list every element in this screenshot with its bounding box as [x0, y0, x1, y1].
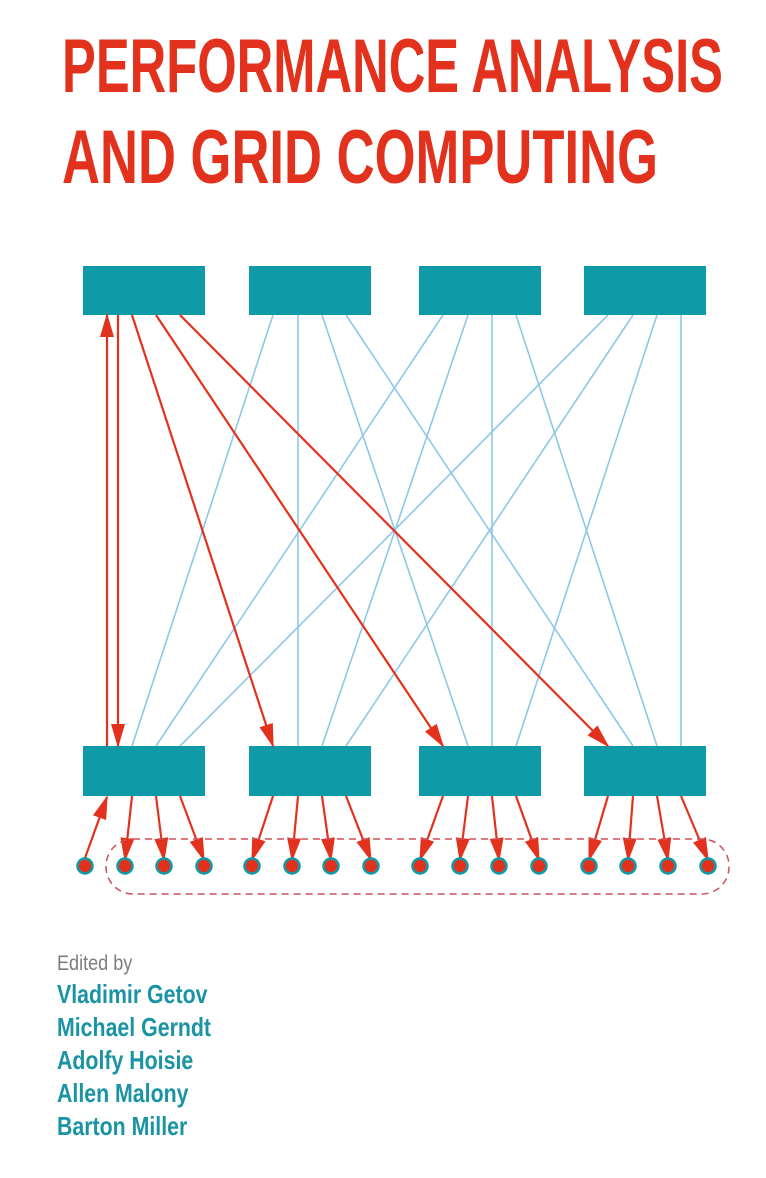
- red-arrow: [130, 314, 275, 748]
- bottom-box: [249, 746, 371, 796]
- leaf-node: [411, 857, 429, 875]
- node-down-arrow: [587, 795, 610, 862]
- leaf-node: [116, 857, 134, 875]
- leaf-node: [195, 857, 213, 875]
- title-line-2: AND GRID COMPUTING: [62, 115, 658, 200]
- node-down-arrow: [250, 795, 275, 862]
- bottom-box: [419, 746, 541, 796]
- editor-name: Allen Malony: [57, 1078, 189, 1108]
- editor-name: Barton Miller: [57, 1111, 188, 1141]
- top-box: [584, 266, 706, 315]
- editor-name: Adolfy Hoisie: [57, 1045, 194, 1075]
- leaf-node: [699, 857, 717, 875]
- editor-name: Michael Gerndt: [57, 1012, 212, 1042]
- highlighted-arrows: [83, 313, 710, 862]
- blue-link: [515, 314, 658, 747]
- red-arrow: [179, 314, 610, 748]
- node-down-arrow: [622, 795, 637, 862]
- dashed-node-group: [105, 838, 730, 895]
- node-down-arrow: [344, 795, 373, 862]
- leaf-node: [580, 857, 598, 875]
- leaf-node: [155, 857, 173, 875]
- leaf-nodes: [76, 857, 717, 875]
- edited-by-label: Edited by: [57, 952, 133, 975]
- node-down-arrow: [418, 795, 445, 862]
- node-down-arrow: [655, 795, 672, 862]
- book-title: PERFORMANCE ANALYSIS AND GRID COMPUTING: [62, 24, 723, 200]
- node-down-arrow: [120, 795, 135, 862]
- top-box: [249, 266, 371, 315]
- leaf-node: [451, 857, 469, 875]
- bottom-box: [83, 746, 205, 796]
- blue-link: [345, 314, 634, 747]
- node-down-arrow: [178, 795, 206, 862]
- node-down-arrow: [287, 795, 302, 862]
- node-up-arrow: [83, 795, 109, 859]
- leaf-node: [76, 857, 94, 875]
- node-down-arrow: [455, 795, 470, 862]
- title-line-1: PERFORMANCE ANALYSIS: [62, 24, 723, 109]
- credits: Edited by Vladimir Getov Michael Gerndt …: [57, 950, 245, 1143]
- node-down-arrow: [320, 795, 335, 862]
- leaf-node: [619, 857, 637, 875]
- compute-boxes: [83, 266, 706, 796]
- leaf-node: [490, 857, 508, 875]
- red-arrow: [155, 314, 445, 748]
- node-down-arrow: [154, 795, 169, 862]
- leaf-node: [530, 857, 548, 875]
- leaf-node: [243, 857, 261, 875]
- leaf-node: [283, 857, 301, 875]
- interconnect-links: [131, 314, 682, 747]
- leaf-node: [659, 857, 677, 875]
- bottom-box: [584, 746, 706, 796]
- grid-network-diagram: [76, 266, 730, 895]
- node-down-arrow: [679, 795, 710, 862]
- top-box: [83, 266, 205, 315]
- node-down-arrow: [514, 795, 541, 862]
- node-down-arrow: [489, 795, 504, 862]
- leaf-node: [322, 857, 340, 875]
- editor-name: Vladimir Getov: [57, 979, 208, 1009]
- top-box: [419, 266, 541, 315]
- leaf-node: [362, 857, 380, 875]
